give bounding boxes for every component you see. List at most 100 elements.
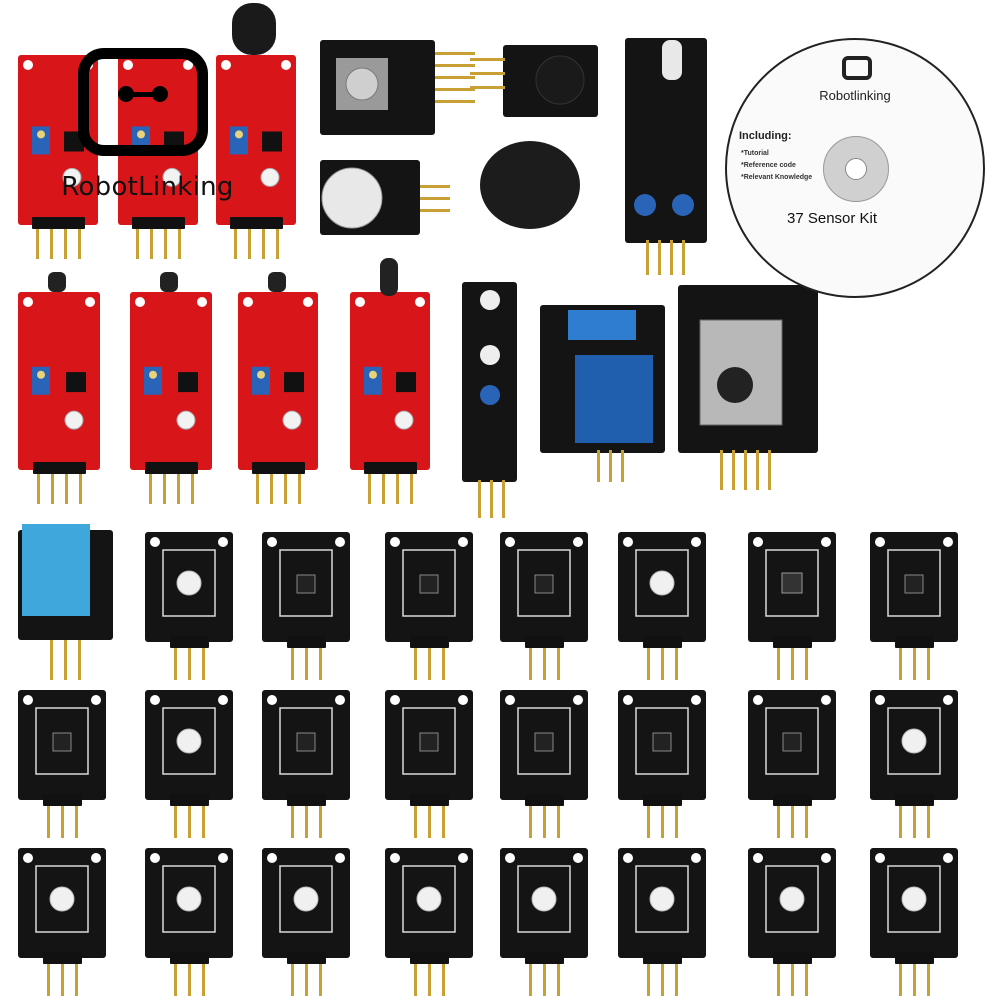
sensor-component xyxy=(534,574,554,594)
mount-hole xyxy=(23,297,33,307)
mount-hole xyxy=(943,695,953,705)
header-pin xyxy=(470,58,505,61)
pin-header xyxy=(525,636,564,648)
header-pin xyxy=(732,450,735,490)
screw-terminal xyxy=(568,310,636,340)
push-button xyxy=(781,572,803,594)
header-pin xyxy=(305,954,308,996)
transistor-sensor xyxy=(268,272,286,292)
black-sensor-module xyxy=(748,532,836,680)
header-pin xyxy=(396,464,399,504)
transistor-sensor xyxy=(48,272,66,292)
led-component xyxy=(531,886,557,912)
ir-emitter xyxy=(662,40,682,80)
header-pin xyxy=(428,796,431,838)
black-pcb xyxy=(462,282,517,482)
header-pin xyxy=(202,796,205,838)
led-component xyxy=(176,886,202,912)
header-pin xyxy=(149,464,152,504)
line-tracking-module xyxy=(462,282,517,518)
header-pin xyxy=(661,638,664,680)
header-pin xyxy=(298,464,301,504)
transistor-sensor xyxy=(160,272,178,292)
silkscreen xyxy=(887,707,941,775)
header-pin xyxy=(791,954,794,996)
potentiometer-screw xyxy=(257,370,265,379)
mount-hole xyxy=(281,60,291,70)
header-pin xyxy=(927,796,930,838)
pin-header xyxy=(230,217,283,229)
potentiometer-screw xyxy=(149,370,157,379)
pin-header xyxy=(895,794,934,806)
header-pin xyxy=(529,638,532,680)
pin-header xyxy=(287,636,326,648)
mount-hole xyxy=(505,537,515,547)
cd-spindle-hole xyxy=(845,158,867,180)
header-pin xyxy=(51,464,54,504)
header-pin xyxy=(791,638,794,680)
sensor-component xyxy=(419,574,439,594)
black-sensor-module xyxy=(870,532,958,680)
header-pin xyxy=(420,209,450,212)
header-pin xyxy=(177,464,180,504)
header-pin xyxy=(164,219,167,259)
red-pcb xyxy=(130,292,212,470)
header-pin xyxy=(435,76,475,79)
header-pin xyxy=(927,954,930,996)
mount-hole xyxy=(150,853,160,863)
header-pin xyxy=(410,464,413,504)
header-pin xyxy=(414,954,417,996)
ir-led xyxy=(380,258,398,296)
mount-hole xyxy=(390,537,400,547)
header-pin xyxy=(319,796,322,838)
mount-hole xyxy=(390,695,400,705)
pin-header xyxy=(170,794,209,806)
silkscreen xyxy=(35,707,89,775)
mount-hole xyxy=(267,695,277,705)
led-component xyxy=(176,570,202,596)
header-pin xyxy=(78,219,81,259)
pin-header xyxy=(132,217,185,229)
header-pin xyxy=(248,219,251,259)
header-pin xyxy=(414,638,417,680)
silkscreen xyxy=(402,707,456,775)
pin-header xyxy=(145,462,198,474)
mount-hole xyxy=(23,695,33,705)
red-sensor-module xyxy=(238,272,318,504)
header-pin xyxy=(136,219,139,259)
header-pin xyxy=(768,450,771,490)
pin-header xyxy=(43,794,82,806)
potentiometer xyxy=(32,366,50,395)
header-pin xyxy=(777,638,780,680)
mount-hole xyxy=(458,853,468,863)
mount-hole xyxy=(218,537,228,547)
header-pin xyxy=(64,640,67,680)
header-pin xyxy=(65,464,68,504)
header-pin xyxy=(420,185,450,188)
mount-hole xyxy=(150,537,160,547)
red-pcb xyxy=(18,292,100,470)
pin-header xyxy=(773,952,812,964)
led-component xyxy=(176,728,202,754)
sensor-component xyxy=(534,732,554,752)
black-sensor-module xyxy=(262,848,350,996)
header-pin xyxy=(675,954,678,996)
mount-hole xyxy=(91,695,101,705)
mount-hole xyxy=(573,695,583,705)
mount-hole xyxy=(218,695,228,705)
microphone xyxy=(232,3,276,55)
cd-including-label: Including: xyxy=(739,130,792,142)
mount-hole xyxy=(458,537,468,547)
black-sensor-module xyxy=(262,690,350,838)
buzzer-module xyxy=(470,45,598,117)
header-pin xyxy=(490,480,493,518)
pin-header xyxy=(643,794,682,806)
header-pin xyxy=(234,219,237,259)
mount-hole xyxy=(85,297,95,307)
pin-header xyxy=(252,462,305,474)
led-component xyxy=(49,886,75,912)
dht11-sensor xyxy=(22,524,90,616)
header-pin xyxy=(50,640,53,680)
mount-hole xyxy=(691,853,701,863)
